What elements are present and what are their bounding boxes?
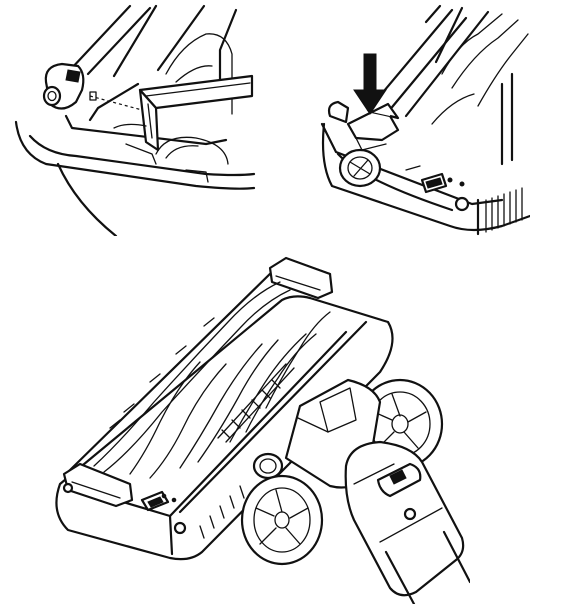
brush-removal-illustration	[14, 4, 256, 236]
panel-brush-removal	[6, 4, 256, 236]
panel-floor-head-overview	[50, 252, 470, 604]
screw-hole	[454, 196, 470, 212]
removed-bar	[138, 74, 254, 110]
wand-connector	[344, 440, 465, 597]
panel-latch-press	[302, 4, 530, 236]
guide-line	[89, 95, 143, 111]
top-rail	[68, 4, 132, 72]
arrow-down-icon	[353, 53, 387, 115]
brush-roll	[93, 281, 281, 467]
housing-shell	[14, 120, 256, 190]
floor-head-housing	[55, 295, 394, 561]
end-cap-top	[268, 256, 334, 300]
floor-head-illustration	[55, 256, 470, 604]
vent-strip	[217, 363, 287, 439]
latch-press-illustration	[320, 4, 530, 236]
screw-hole	[173, 521, 187, 535]
housing-shell	[321, 122, 530, 232]
end-cap-bottom	[62, 462, 134, 508]
